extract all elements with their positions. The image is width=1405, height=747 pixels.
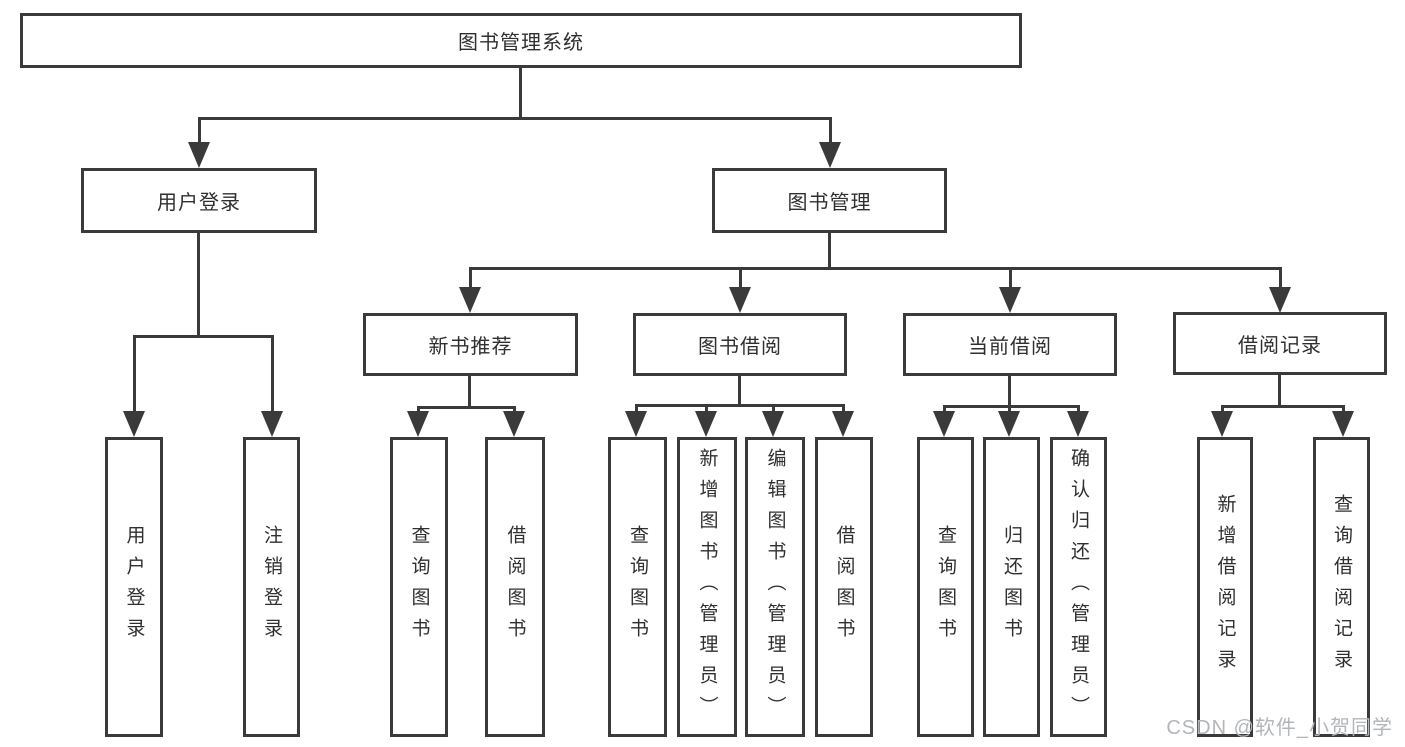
connector-stub [1279,267,1282,291]
arrow-down-icon [832,411,854,437]
node-edit-books-admin: 编辑图书（管理员） [745,437,805,737]
connector-vertical [1278,374,1281,408]
connector-stub [1077,405,1080,415]
arrow-down-icon [503,411,525,437]
node-add-books-admin: 新增图书（管理员） [677,437,737,737]
node-query-books-2-label: 查询图书 [627,525,648,649]
connector-vertical [738,374,741,407]
connector-vertical [197,231,200,338]
arrow-down-icon [459,287,481,313]
connector-stub [469,267,472,291]
arrow-down-icon [407,411,429,437]
node-library-system-label: 图书管理系统 [458,32,584,54]
node-borrow-records: 借阅记录 [1173,312,1387,375]
node-user-login-leaf: 用户登录 [105,437,163,737]
connector-vertical [468,374,471,409]
arrow-down-icon [729,287,751,313]
node-logout-leaf-label: 注销登录 [261,525,282,649]
arrow-down-icon [625,411,647,437]
arrow-down-icon [1269,287,1291,313]
node-query-books-1: 查询图书 [390,437,448,737]
connector-vertical [519,66,522,120]
arrow-down-icon [998,411,1020,437]
connector-stub [772,404,775,415]
arrow-down-icon [1332,411,1354,437]
arrow-down-icon [933,411,955,437]
connector-stub [133,335,136,415]
connector-stub [635,404,638,415]
connector-rail [133,335,274,338]
node-add-borrow-record: 新增借阅记录 [1197,437,1253,737]
node-user-login-label: 用户登录 [157,192,241,214]
connector-stub [198,117,201,146]
node-current-borrow: 当前借阅 [903,313,1117,376]
connector-stub [1009,267,1012,291]
node-return-books-label: 归还图书 [1001,525,1022,649]
connector-stub [829,117,832,146]
node-book-management: 图书管理 [712,168,947,233]
connector-stub [1221,405,1224,415]
arrow-down-icon [261,411,283,437]
arrow-down-icon [1067,411,1089,437]
node-query-books-1-label: 查询图书 [408,525,430,649]
node-user-login: 用户登录 [81,168,317,233]
connector-stub [417,406,420,415]
arrow-down-icon [188,142,210,168]
connector-rail [469,267,1282,270]
node-add-borrow-record-label: 新增借阅记录 [1214,494,1236,680]
connector-vertical [828,231,831,270]
arrow-down-icon [123,411,145,437]
connector-stub [705,404,708,415]
connector-rail [943,405,1080,408]
node-borrow-books-2-label: 借阅图书 [833,525,855,649]
node-borrow-books-1-label: 借阅图书 [504,525,526,649]
node-library-system: 图书管理系统 [20,13,1022,68]
node-add-books-admin-label: 新增图书（管理员） [696,447,718,727]
connector-vertical [1008,374,1011,408]
node-book-borrow: 图书借阅 [633,313,847,376]
node-borrow-records-label: 借阅记录 [1238,335,1322,357]
arrow-down-icon [1211,411,1233,437]
watermark-text: CSDN @软件_小贺同学 [1166,717,1393,739]
node-new-book-recommend-label: 新书推荐 [428,336,513,358]
node-query-books-2: 查询图书 [608,437,667,737]
arrow-down-icon [999,287,1021,313]
node-logout-leaf: 注销登录 [243,437,300,737]
node-borrow-books-2: 借阅图书 [815,437,873,737]
node-query-borrow-record-label: 查询借阅记录 [1331,494,1352,680]
connector-stub [739,267,742,291]
node-query-books-3-label: 查询图书 [935,525,956,649]
node-query-borrow-record: 查询借阅记录 [1313,437,1370,737]
connector-stub [842,404,845,415]
connector-rail [417,406,516,409]
connector-stub [1342,405,1345,415]
node-borrow-books-1: 借阅图书 [485,437,545,737]
connector-stub [271,335,274,415]
node-confirm-return-admin: 确认归还（管理员） [1050,437,1107,737]
node-book-borrow-label: 图书借阅 [698,336,782,358]
connector-stub [1008,405,1011,415]
node-current-borrow-label: 当前借阅 [968,336,1052,358]
node-new-book-recommend: 新书推荐 [363,313,578,376]
arrow-down-icon [695,411,717,437]
connector-rail [1221,405,1345,408]
node-return-books: 归还图书 [983,437,1040,737]
node-query-books-3: 查询图书 [917,437,974,737]
node-book-management-label: 图书管理 [787,192,872,214]
connector-rail [198,117,832,120]
node-user-login-leaf-label: 用户登录 [123,525,145,649]
connector-stub [943,405,946,415]
arrow-down-icon [762,411,784,437]
connector-rail [635,404,845,407]
arrow-down-icon [819,142,841,168]
node-edit-books-admin-label: 编辑图书（管理员） [764,447,786,727]
node-confirm-return-admin-label: 确认归还（管理员） [1068,447,1089,727]
connector-stub [513,406,516,415]
